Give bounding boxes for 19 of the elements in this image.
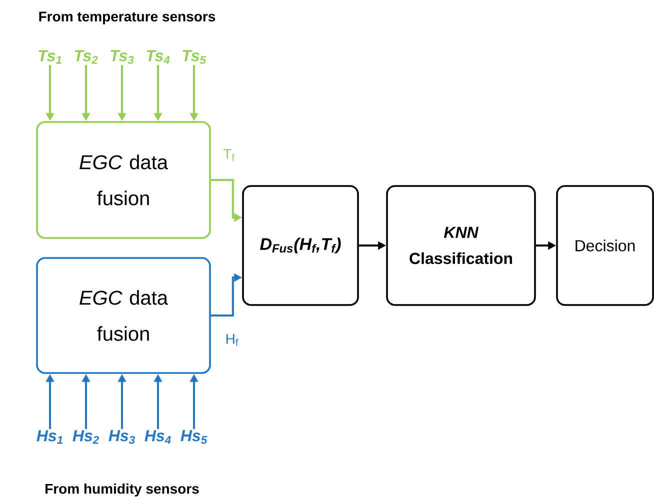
sensor-label: Ts$_{2}$ [74,50,98,64]
process-box: Decision [556,185,654,306]
sensor-label: Hs$_{3}$ [108,430,135,444]
sensor-label: Ts$_{5}$ [182,50,206,64]
process-box: EGC data fusion [36,121,211,239]
sensor-label: Ts$_{4}$ [146,50,170,64]
sensor-label: Hs$_{5}$ [180,430,208,444]
process-box: D$_{Fus}$(H$_{f}$,T$_{f}$) [242,185,359,306]
edge-label: T$_{f}$ [222,148,236,162]
heading: From temperature sensors [39,12,216,24]
edge-label: H$_{f}$ [224,333,240,347]
sensor-label: Hs$_{4}$ [144,430,171,444]
process-box: EGC data fusion [36,257,211,374]
heading: From humidity sensors [46,483,199,497]
sensor-label: Ts$_{3}$ [110,50,134,64]
sensor-label: Ts$_{1}$ [38,50,62,64]
sensor-label: Hs$_{2}$ [72,430,99,444]
process-box: KNN Classification [386,185,536,306]
sensor-label: Hs$_{1}$ [36,430,62,444]
